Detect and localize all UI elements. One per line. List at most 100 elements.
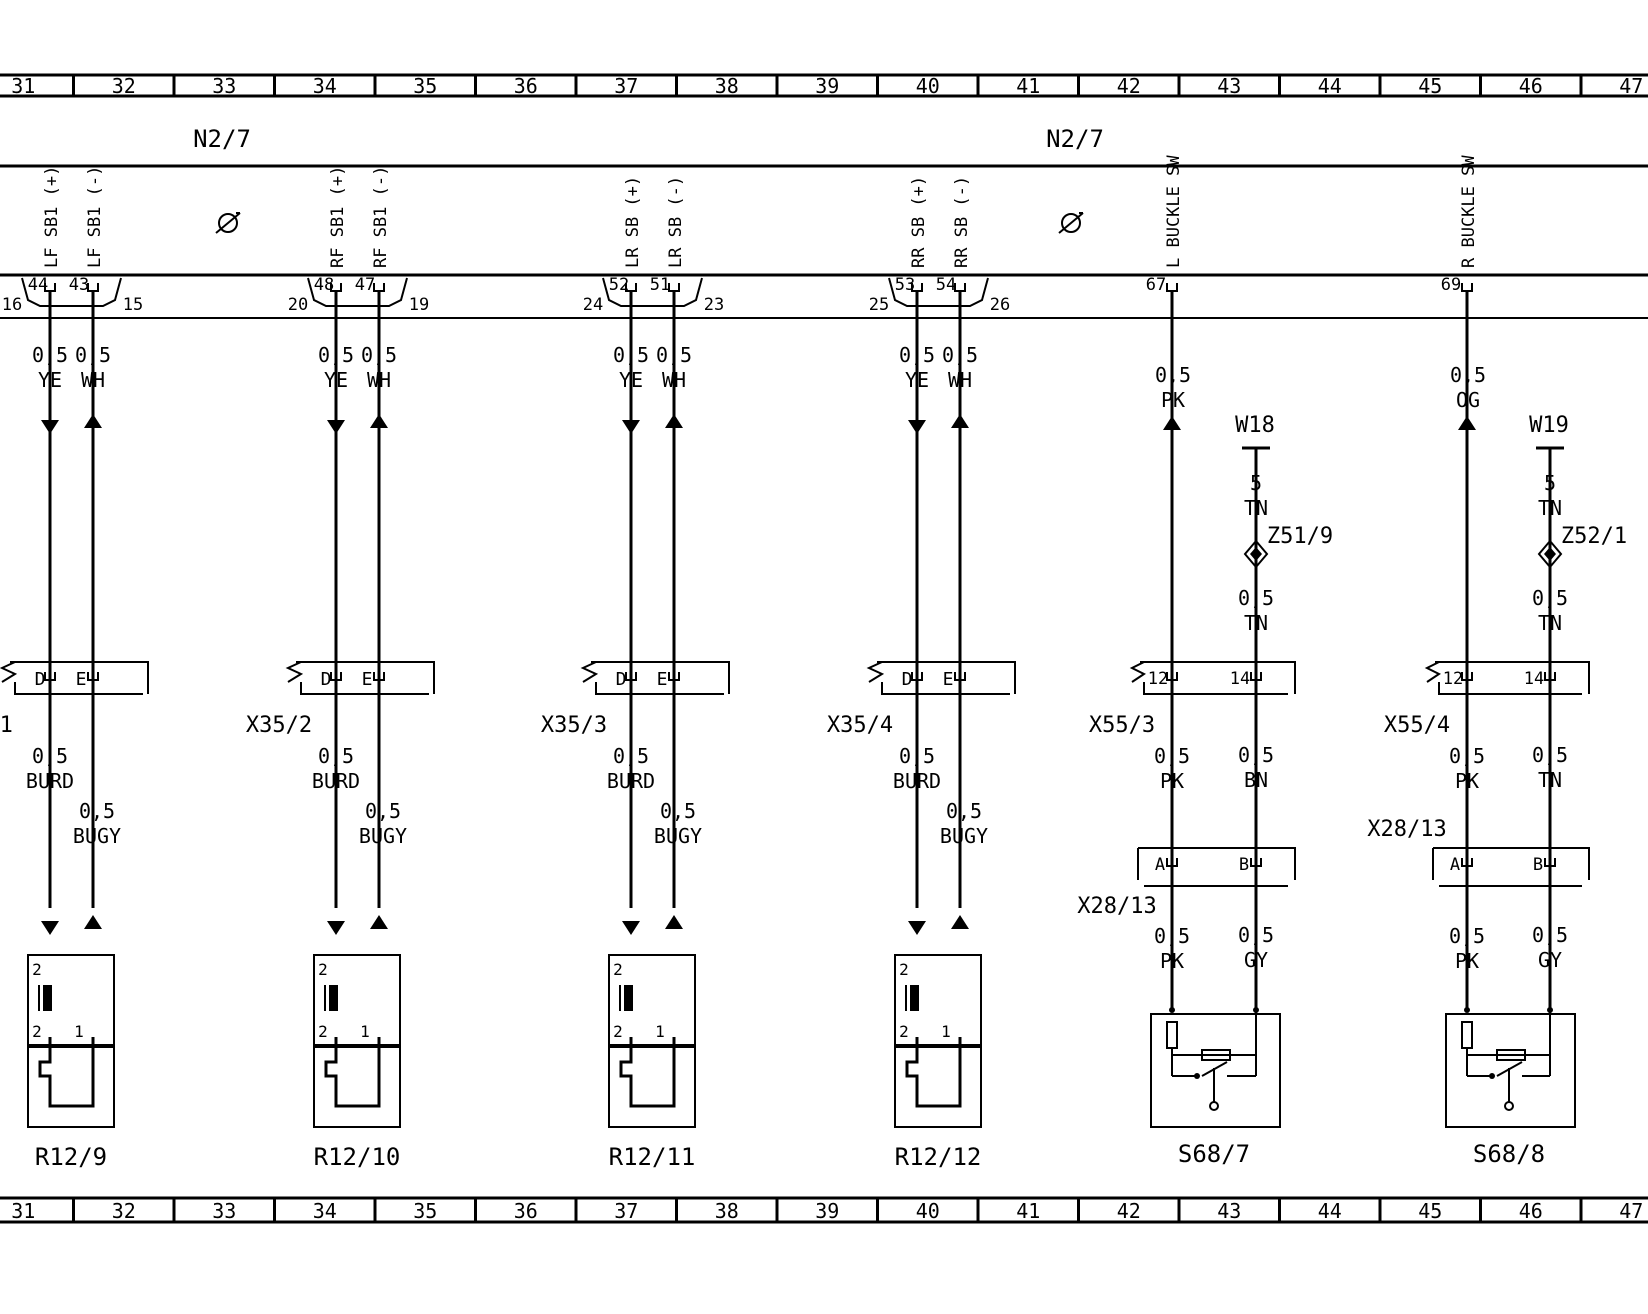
- pin-function-label: RR SB (+): [909, 176, 929, 268]
- wire-color: TN: [1538, 768, 1562, 792]
- pin-number: 67: [1146, 275, 1166, 295]
- terminal-icon: [625, 672, 637, 681]
- pin-function-label: LF SB1 (+): [42, 166, 62, 268]
- wire-size: 0,5: [1154, 924, 1190, 948]
- terminal-icon: [668, 672, 680, 681]
- grid-number: 45: [1418, 74, 1442, 98]
- resistor-icon: [1496, 1049, 1526, 1061]
- wire-size: 0,5: [32, 343, 68, 367]
- component-label: R12/11: [609, 1143, 696, 1171]
- pin-function-label: R BUCKLE SW: [1459, 155, 1479, 268]
- connector-pin: D: [35, 669, 46, 690]
- junction-dot: [1464, 1007, 1470, 1013]
- pin-bracket: [602, 277, 703, 307]
- grid-number: 35: [413, 1199, 437, 1223]
- igniter-housing: [894, 954, 982, 1046]
- splice-core: [1250, 547, 1262, 561]
- grid-number: 32: [112, 74, 136, 98]
- terminal-icon: [1461, 858, 1473, 867]
- pin-number: 15: [123, 295, 143, 315]
- connector-pin: 12: [1443, 669, 1463, 689]
- connector-pin: 14: [1524, 669, 1544, 689]
- connector-pin: B: [1239, 855, 1249, 875]
- pin-number: 47: [355, 275, 375, 295]
- pin-number: 23: [704, 295, 724, 315]
- arrow-up-icon: [1163, 416, 1181, 430]
- terminal-icon: [911, 283, 923, 292]
- arrow-up-icon: [84, 915, 102, 929]
- wire-color: GY: [1538, 948, 1562, 972]
- component-label: R12/12: [895, 1143, 982, 1171]
- connector-pin: 14: [1230, 669, 1250, 689]
- arrow-up-icon: [84, 414, 102, 428]
- wire-size: 0,5: [1532, 743, 1568, 767]
- pin-bracket: [21, 277, 122, 307]
- connector-pin: D: [321, 669, 332, 690]
- grid-number: 33: [212, 1199, 236, 1223]
- component-label: R12/9: [35, 1143, 107, 1171]
- wire-color: YE: [38, 368, 62, 392]
- wire-color: TN: [1244, 611, 1268, 635]
- terminal-icon: [87, 283, 99, 292]
- grid-number: 41: [1016, 74, 1040, 98]
- connector-label: X28/13: [1367, 817, 1446, 842]
- wire-size: 0,5: [32, 744, 68, 768]
- pin-function-label: LR SB (-): [666, 176, 686, 268]
- wire-color: YE: [324, 368, 348, 392]
- arrow-up-icon: [951, 915, 969, 929]
- resistor-icon: [1461, 1021, 1473, 1049]
- connector-label: X55/4: [1384, 713, 1450, 738]
- splice-core: [1544, 547, 1556, 561]
- wire-color: YE: [619, 368, 643, 392]
- wire-size: 0,5: [365, 799, 401, 823]
- terminal-icon: [330, 672, 342, 681]
- wire-size: 0,5: [1238, 923, 1274, 947]
- connector-pin: A: [1450, 855, 1460, 875]
- pin-function-label: LR SB (+): [623, 176, 643, 268]
- component-pin: 2: [318, 1022, 328, 1041]
- connector-body: [1424, 661, 1590, 695]
- terminal-icon: [625, 283, 637, 292]
- terminal-icon: [330, 283, 342, 292]
- component-pin: 1: [655, 1022, 665, 1041]
- grid-number: 47: [1619, 74, 1643, 98]
- wire-size: 5: [1544, 471, 1556, 495]
- grid-number: 37: [614, 74, 638, 98]
- wire-color: TN: [1538, 611, 1562, 635]
- wire-size: 0,5: [361, 343, 397, 367]
- terminal-icon: [954, 672, 966, 681]
- terminal-icon: [44, 672, 56, 681]
- wire-size: 0,5: [1532, 586, 1568, 610]
- wire-size: 0,5: [613, 343, 649, 367]
- switch-contact-dot: [1194, 1073, 1200, 1079]
- pin-number: 25: [869, 295, 889, 315]
- wire-size: 0,5: [1154, 744, 1190, 768]
- arrow-up-icon: [1458, 416, 1476, 430]
- wire-color: PK: [1161, 388, 1185, 412]
- splice-icon: [1537, 539, 1563, 569]
- component-pin: 2: [318, 960, 328, 979]
- igniter-housing: [27, 954, 115, 1046]
- wire-color: BURD: [26, 769, 74, 793]
- arrow-down-icon: [41, 921, 59, 935]
- wire-color: YE: [905, 368, 929, 392]
- terminal-icon: [1166, 672, 1178, 681]
- wire-size: 0,5: [1532, 923, 1568, 947]
- arrow-down-icon: [41, 420, 59, 434]
- wire-size: 0,5: [1238, 586, 1274, 610]
- pin-function-label: RF SB1 (+): [328, 166, 348, 268]
- arrow-down-icon: [908, 420, 926, 434]
- wire-size: 0,5: [1155, 363, 1191, 387]
- terminal-icon: [1166, 858, 1178, 867]
- igniter-housing: [608, 954, 696, 1046]
- connector-pin: D: [616, 669, 627, 690]
- arrow-down-icon: [622, 420, 640, 434]
- grid-number: 44: [1318, 74, 1342, 98]
- component-pin: 2: [899, 1022, 909, 1041]
- pin-function-label: LF SB1 (-): [85, 166, 105, 268]
- tensioner-loop: [905, 1037, 962, 1108]
- module-symbol-icon: [215, 212, 241, 234]
